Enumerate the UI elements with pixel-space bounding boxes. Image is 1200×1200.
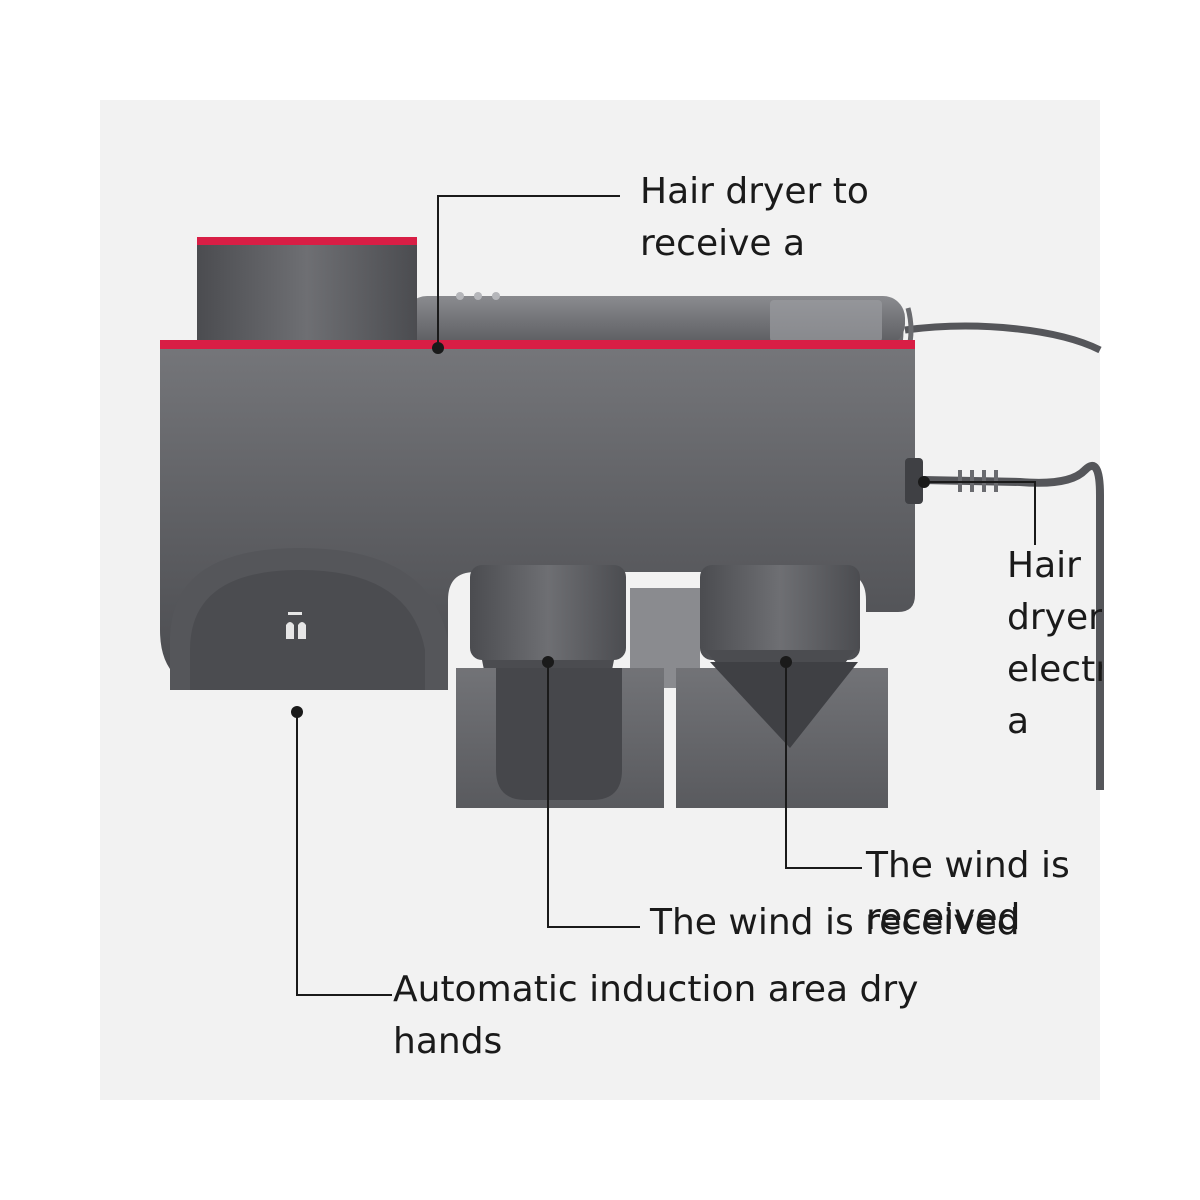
right-nozzle-top [700,565,860,660]
left-cup-insert [496,668,622,800]
label-wind-received-left: The wind is received [650,902,1020,943]
label-auto-induction: Automatic induction area dry hands [393,969,930,1062]
dryer-vent [770,300,882,342]
label-hair-dryer-receive: Hair dryer to receive a [640,171,881,264]
dryer-head-ring [197,237,417,245]
dryer-head [197,240,417,350]
callout-lines [296,195,1036,996]
label-hair-dryer-electricity: Hair dryer electricity a [1007,545,1102,742]
holder-top-stripe [160,340,915,349]
power-port [905,458,923,504]
dryer-cable [904,322,1102,354]
callout-dots [291,342,930,718]
power-cable [922,462,1104,790]
label-wind-received-right: The wind is received [866,845,1082,938]
right-cup-insert [710,662,858,748]
dryer-buttons [456,292,500,300]
hand-dry-icon [286,612,306,639]
left-nozzle-top [470,565,626,660]
